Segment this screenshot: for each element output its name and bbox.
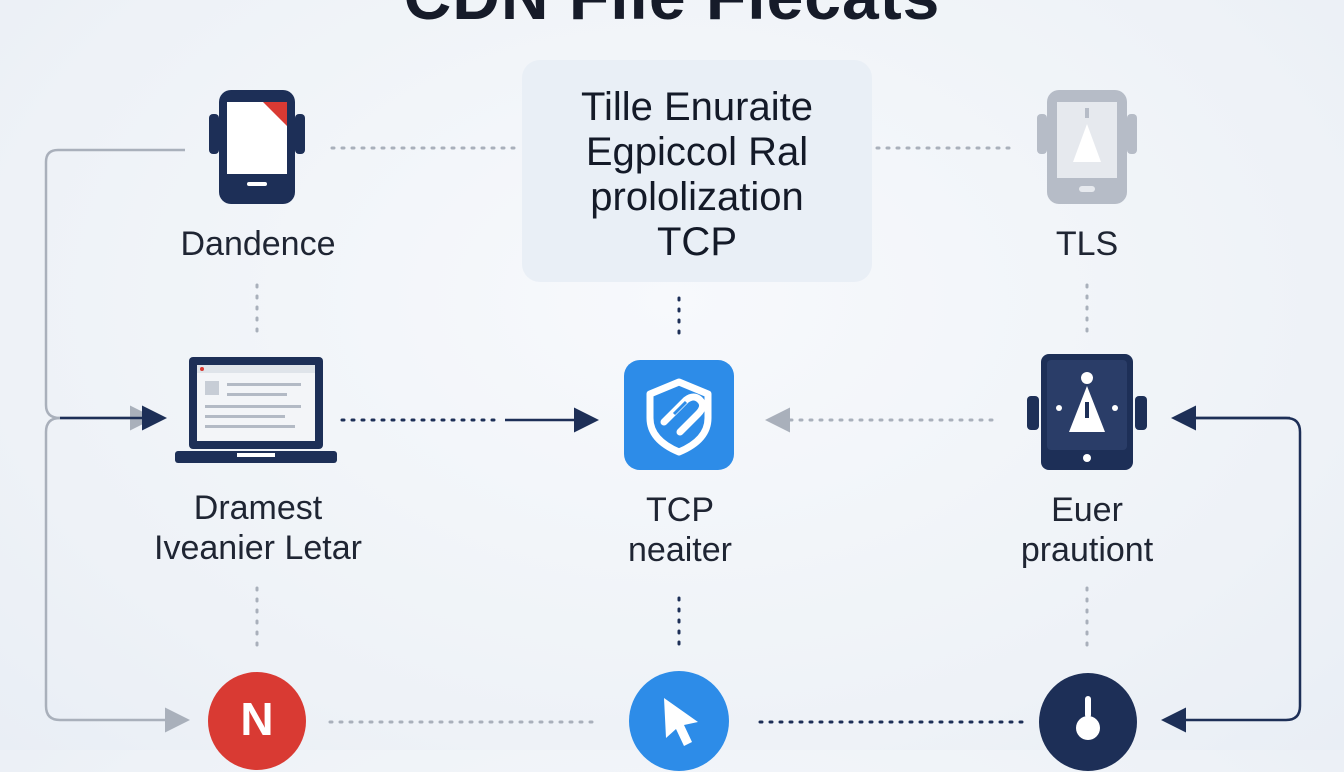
label-euer: Euer: [1051, 491, 1123, 529]
center-line-3: prololization: [590, 175, 804, 219]
label-tls: TLS: [1055, 225, 1119, 263]
center-line-2: Egpiccol Ral: [585, 130, 809, 174]
label-prautiont: prautiont: [1020, 531, 1154, 569]
mobile-file-icon: [209, 90, 305, 204]
right-bracket: [1161, 416, 1302, 733]
left-bracket-top: [44, 148, 185, 431]
center-line-1: Tille Enuraite: [581, 85, 813, 129]
center-panel-text: Tille Enuraite Egpiccol Ral prololizatio…: [522, 85, 872, 265]
laptop-icon: [175, 357, 337, 463]
label-dandence: Dandence: [180, 225, 336, 263]
mobile-warning-icon: [1037, 90, 1137, 204]
left-bracket-bottom: [44, 416, 190, 733]
label-dramest: Dramest: [193, 489, 323, 527]
label-neaiter: neaiter: [628, 531, 732, 569]
diagram-title: CDN File Flecats: [0, 0, 1344, 34]
label-iveanier-letar: Iveanier Letar: [154, 529, 362, 567]
node-icon[interactable]: [1038, 672, 1138, 772]
connectors: [44, 146, 1302, 733]
n-badge-icon[interactable]: N: [208, 672, 306, 770]
cursor-icon[interactable]: [628, 670, 730, 772]
n-badge-letter: N: [240, 693, 274, 745]
center-panel: [522, 60, 872, 282]
mobile-alert-icon: [1027, 354, 1147, 470]
link-shield-icon[interactable]: [624, 360, 734, 470]
label-tcp: TCP: [646, 491, 714, 529]
center-line-4: TCP: [657, 220, 737, 264]
